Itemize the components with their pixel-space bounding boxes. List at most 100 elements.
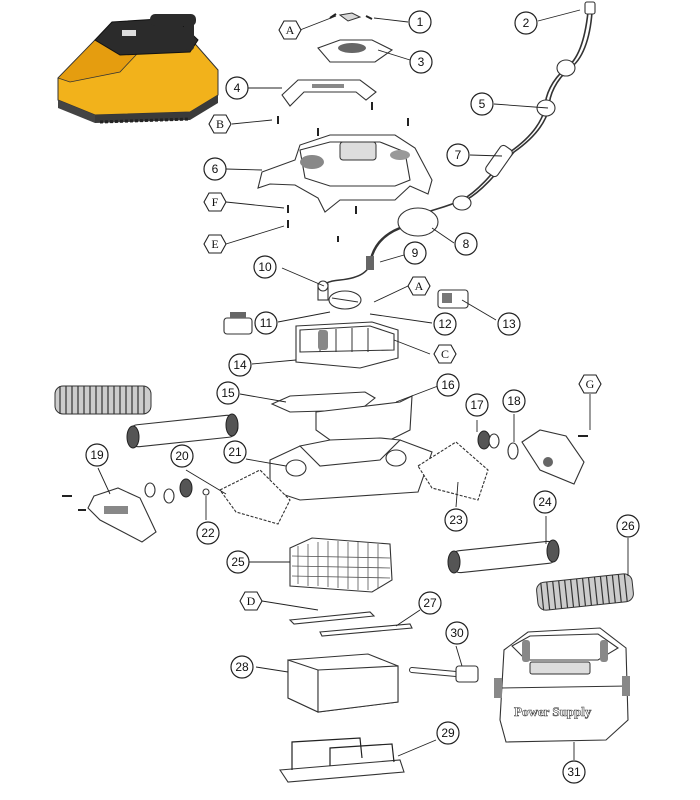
leader-lines: [97, 9, 629, 760]
svg-text:4: 4: [234, 81, 241, 95]
svg-text:A: A: [415, 279, 424, 293]
part-3: [317, 39, 394, 63]
svg-text:16: 16: [441, 378, 455, 392]
callout-3: 3: [409, 50, 433, 74]
svg-text:19: 19: [90, 448, 104, 462]
track-left: [219, 469, 291, 525]
callout-4: 4: [225, 76, 249, 100]
letter-label-d: D: [239, 591, 263, 611]
part-14-motor-unit: [295, 321, 399, 369]
part-30: [409, 665, 479, 683]
svg-text:18: 18: [507, 394, 521, 408]
callout-6: 6: [203, 157, 227, 181]
svg-text:21: 21: [228, 445, 242, 459]
svg-text:23: 23: [449, 513, 463, 527]
svg-text:28: 28: [235, 660, 249, 674]
track-right: [417, 441, 489, 501]
side-cover-left: [87, 487, 157, 543]
svg-text:30: 30: [450, 626, 464, 640]
callout-1: 1: [408, 10, 432, 34]
callout-10: 10: [253, 255, 277, 279]
svg-text:27: 27: [423, 596, 437, 610]
svg-text:14: 14: [233, 358, 247, 372]
callout-2: 2: [514, 11, 538, 35]
callout-20: 20: [170, 444, 194, 468]
callout-7: 7: [446, 143, 470, 167]
callout-12: 12: [433, 312, 457, 336]
brush-right: [536, 573, 634, 611]
svg-text:C: C: [441, 347, 449, 361]
svg-text:E: E: [211, 237, 218, 251]
part-28: [287, 653, 399, 713]
letter-label-b: B: [208, 114, 232, 134]
callout-19: 19: [85, 443, 109, 467]
roller-right: [447, 539, 560, 574]
svg-text:17: 17: [470, 398, 484, 412]
svg-text:15: 15: [221, 386, 235, 400]
callout-8: 8: [454, 232, 478, 256]
svg-text:24: 24: [538, 495, 552, 509]
screws: [277, 102, 409, 242]
svg-text:2: 2: [523, 16, 530, 30]
callout-21: 21: [223, 440, 247, 464]
callout-26: 26: [616, 514, 640, 538]
svg-text:20: 20: [175, 449, 189, 463]
svg-text:G: G: [586, 377, 595, 391]
roller-left: [126, 413, 239, 449]
callout-16: 16: [436, 373, 460, 397]
part-25-filter: [289, 537, 393, 593]
callout-5: 5: [470, 92, 494, 116]
callout-28: 28: [230, 655, 254, 679]
part-27-rods: [288, 611, 413, 637]
svg-text:26: 26: [621, 519, 635, 533]
svg-text:B: B: [216, 117, 224, 131]
part-15-16-flaps: [270, 391, 413, 441]
callout-18: 18: [502, 389, 526, 413]
callout-27: 27: [418, 591, 442, 615]
letter-label-e: E: [203, 234, 227, 254]
part-8-swivel: [368, 207, 439, 265]
letter-label-g: G: [578, 374, 602, 394]
part-1: [329, 12, 373, 22]
svg-text:A: A: [286, 23, 295, 37]
callout-30: 30: [445, 621, 469, 645]
letter-label-c: C: [433, 344, 457, 364]
part-4-handle: [281, 79, 377, 107]
part-13: [437, 289, 469, 309]
svg-text:5: 5: [479, 97, 486, 111]
callout-13: 13: [497, 312, 521, 336]
letter-label-a-lower: A: [407, 276, 431, 296]
part-10: [317, 280, 329, 301]
callout-15: 15: [216, 381, 240, 405]
callout-23: 23: [444, 508, 468, 532]
svg-text:F: F: [212, 195, 219, 209]
letter-label-f: F: [203, 192, 227, 212]
svg-text:13: 13: [502, 317, 516, 331]
svg-text:31: 31: [567, 765, 581, 779]
svg-text:12: 12: [438, 317, 452, 331]
part-21-chassis: [269, 437, 433, 501]
callout-22: 22: [196, 521, 220, 545]
part-29: [279, 737, 405, 783]
svg-text:11: 11: [260, 316, 273, 330]
callout-31: 31: [562, 760, 586, 784]
callout-17: 17: [465, 393, 489, 417]
svg-text:10: 10: [258, 260, 272, 274]
callout-24: 24: [533, 490, 557, 514]
callout-14: 14: [228, 353, 252, 377]
callout-11: 11: [254, 311, 278, 335]
svg-text:6: 6: [212, 162, 219, 176]
callout-9: 9: [403, 241, 427, 265]
svg-text:1: 1: [417, 15, 424, 29]
svg-text:7: 7: [455, 148, 462, 162]
callout-25: 25: [226, 550, 250, 574]
part-31-power-supply: Power Supply: [494, 627, 630, 743]
svg-text:3: 3: [418, 55, 425, 69]
callout-29: 29: [436, 721, 460, 745]
gears: [62, 430, 588, 511]
robot-cleaner-thumbnail: [57, 14, 219, 124]
part-6-top-cover: [257, 134, 433, 213]
svg-text:8: 8: [463, 237, 470, 251]
part-11: [223, 290, 362, 335]
